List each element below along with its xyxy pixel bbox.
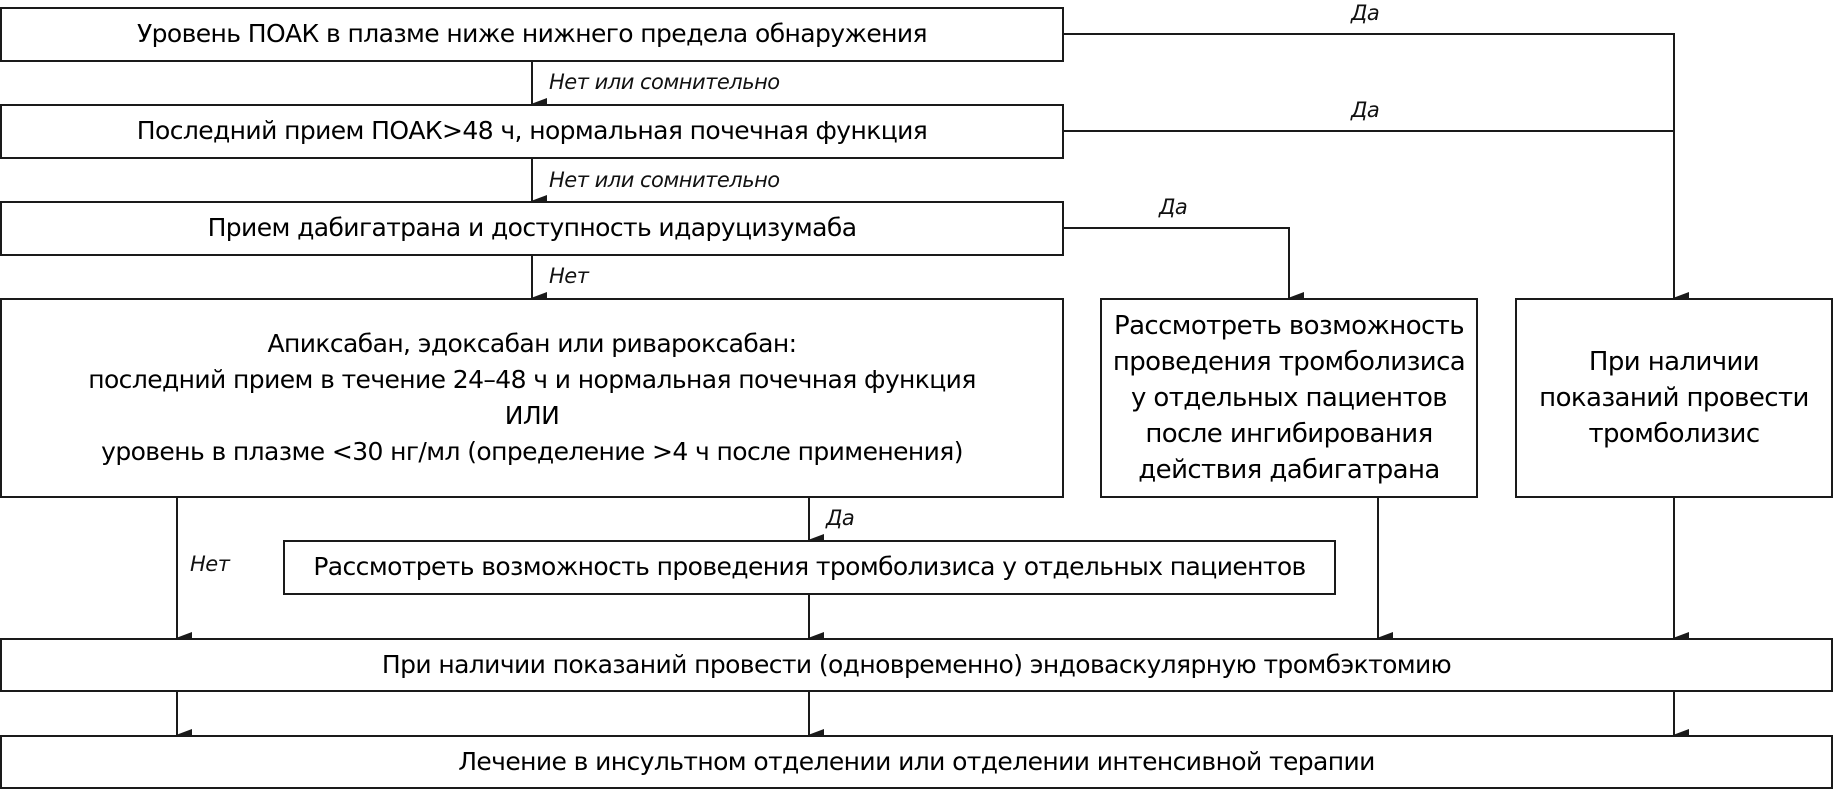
node-text: Последний прием ПОАК>48 ч, нормальная по…: [136, 116, 928, 146]
edge-label-no-2: Нет: [190, 552, 230, 576]
node-text-line: Апиксабан, эдоксабан или ривароксабан:: [267, 329, 798, 358]
node-text-line: действия дабигатрана: [1138, 455, 1440, 485]
edge-label-yes-4: Да: [826, 506, 855, 530]
edge-label-yes-2: Да: [1351, 98, 1380, 122]
edge-label-no-or-doubtful-2: Нет или сомнительно: [549, 168, 780, 192]
node-level-below-limit: Уровень ПОАК в плазме ниже нижнего преде…: [0, 7, 1064, 62]
node-text: Прием дабигатрана и доступность идаруциз…: [207, 213, 857, 243]
node-perform-thrombolysis: При наличии показаний провести тромболиз…: [1515, 298, 1833, 498]
node-text: Уровень ПОАК в плазме ниже нижнего преде…: [137, 19, 928, 49]
node-text-line: после ингибирования: [1145, 419, 1433, 449]
node-consider-after-dabigatran-reversal: Рассмотреть возможность проведения тромб…: [1100, 298, 1478, 498]
node-text-line: у отдельных пациентов: [1130, 383, 1448, 413]
node-text-line: ИЛИ: [504, 401, 560, 430]
node-text-line: При наличии: [1588, 347, 1760, 377]
node-xa-inhibitors: Апиксабан, эдоксабан или ривароксабан: п…: [0, 298, 1064, 498]
node-text: Рассмотреть возможность проведения тромб…: [313, 552, 1306, 582]
connector-yes-1: [1063, 33, 1689, 304]
node-text-line: показаний провести: [1539, 383, 1809, 413]
node-text: При наличии показаний провести (одноврем…: [381, 649, 1452, 679]
node-consider-thrombolysis-selected: Рассмотреть возможность проведения тромб…: [283, 540, 1336, 595]
node-text-line: уровень в плазме <30 нг/мл (определение …: [101, 437, 963, 466]
node-last-dose-48h: Последний прием ПОАК>48 ч, нормальная по…: [0, 104, 1064, 159]
node-text: Лечение в инсультном отделении или отдел…: [458, 746, 1375, 776]
node-stroke-unit: Лечение в инсультном отделении или отдел…: [0, 735, 1833, 789]
edge-label-yes-1: Да: [1351, 1, 1380, 25]
edge-label-yes-3: Да: [1159, 195, 1188, 219]
edge-label-no-1: Нет: [549, 264, 589, 288]
node-text-line: последний прием в течение 24–48 ч и норм…: [88, 365, 976, 394]
node-text-line: проведения тромболизиса: [1112, 347, 1466, 377]
node-thrombectomy: При наличии показаний провести (одноврем…: [0, 638, 1833, 692]
node-dabigatran-idarucizumab: Прием дабигатрана и доступность идаруциз…: [0, 201, 1064, 256]
node-text-line: Рассмотреть возможность: [1114, 311, 1465, 341]
connector-yes-3: [1063, 227, 1304, 304]
node-text-line: тромболизис: [1588, 419, 1760, 449]
edge-label-no-or-doubtful-1: Нет или сомнительно: [549, 70, 780, 94]
